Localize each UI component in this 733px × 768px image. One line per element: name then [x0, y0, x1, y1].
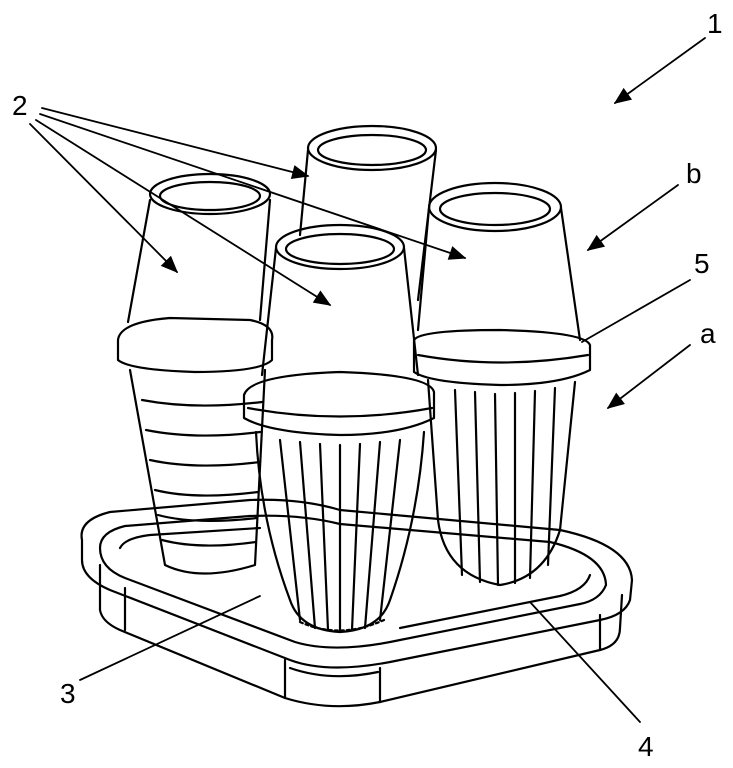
label-4: 4 — [638, 731, 654, 762]
arrow-a — [606, 344, 691, 409]
label-a: a — [700, 318, 716, 349]
label-1: 1 — [707, 8, 723, 39]
leader-2c — [35, 119, 332, 306]
arrow-1 — [613, 37, 706, 104]
leader-4 — [529, 601, 641, 723]
leader-2a — [41, 107, 310, 180]
label-2: 2 — [12, 90, 28, 121]
leaders — [29, 37, 706, 723]
tray — [80, 498, 634, 708]
arrow-b — [586, 184, 679, 251]
label-5: 5 — [694, 248, 710, 279]
pot-right — [412, 181, 592, 587]
leader-3 — [79, 595, 261, 681]
leader-2b — [39, 113, 467, 260]
label-3: 3 — [60, 678, 76, 709]
pot-back — [298, 124, 438, 302]
pot-front — [242, 223, 436, 634]
leader-5 — [581, 279, 691, 343]
pot-left — [116, 172, 274, 575]
leader-2d — [29, 123, 179, 274]
label-b: b — [686, 158, 702, 189]
